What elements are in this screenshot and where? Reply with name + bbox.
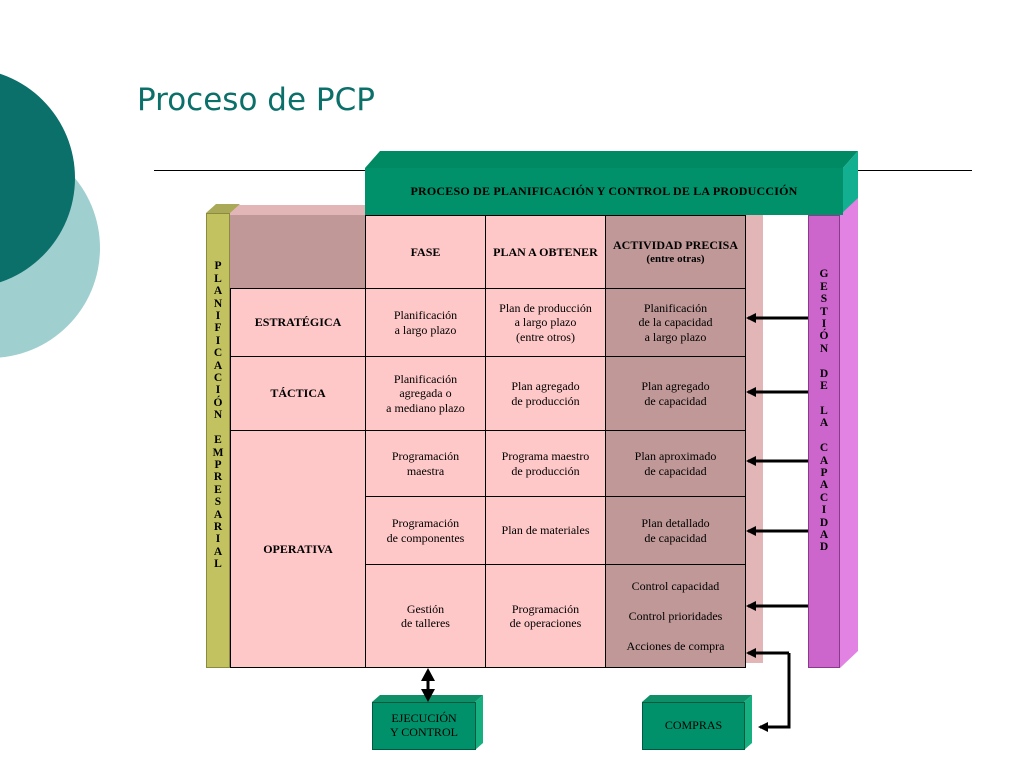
table-row-1-plan: Plan agregado de producción <box>485 356 606 431</box>
column-header-fase: FASE <box>365 215 486 289</box>
table-row-3-fase: Programación de componentes <box>365 496 486 565</box>
process-header-label: PROCESO DE PLANIFICACIÓN Y CONTROL DE LA… <box>410 184 798 198</box>
header-top-face <box>365 151 858 168</box>
action-acciones-compra: Acciones de compra <box>626 638 725 653</box>
ejecucion-side-face <box>475 695 483 750</box>
level-operativa: OPERATIVA <box>230 430 366 668</box>
double-arrow-up-head <box>421 668 435 681</box>
corner-cell <box>230 215 366 289</box>
compras-top-face <box>642 695 752 702</box>
action-control-capacidad: Control capacidad <box>631 578 720 593</box>
compras-side-face <box>744 695 752 750</box>
header-side-face <box>843 151 858 215</box>
table-row-2-fase: Programación maestra <box>365 430 486 497</box>
table-row-4-fase: Gestión de talleres <box>365 564 486 668</box>
planificacion-empresarial-bar: P L A N I F I C A C I Ó N E M P R E S A … <box>206 213 230 668</box>
table-row-1-fase: Planificación agregada o a mediano plazo <box>365 356 486 431</box>
process-header: PROCESO DE PLANIFICACIÓN Y CONTROL DE LA… <box>365 168 843 215</box>
table-row-2-actividad: Plan aproximado de capacidad <box>605 430 746 497</box>
table-row-4-actividad: Control capacidad Control prioridades Ac… <box>605 564 746 668</box>
table-row-3-plan: Plan de materiales <box>485 496 606 565</box>
compras-connector <box>758 653 791 732</box>
table-row-0-fase: Planificación a largo plazo <box>365 288 486 357</box>
page-title: Proceso de PCP <box>137 82 375 118</box>
right-bar-side-face <box>840 198 858 668</box>
double-arrow-down-head <box>421 689 435 702</box>
table-row-1-actividad: Plan agregado de capacidad <box>605 356 746 431</box>
planificacion-empresarial-label: P L A N I F I C A C I Ó N E M P R E S A … <box>212 260 224 571</box>
table-row-0-plan: Plan de producción a largo plazo (entre … <box>485 288 606 357</box>
decorative-circles <box>0 73 100 358</box>
gestion-capacidad-label: G E S T I Ó N D E L A C A P A C I D A D <box>819 268 829 554</box>
dark-teal-circle <box>0 73 75 283</box>
table-row-4-plan: Programación de operaciones <box>485 564 606 668</box>
table-row-3-actividad: Plan detallado de capacidad <box>605 496 746 565</box>
level-tactica: TÁCTICA <box>230 356 366 431</box>
gestion-capacidad-bar: G E S T I Ó N D E L A C A P A C I D A D <box>808 215 840 668</box>
column-header-plan: PLAN A OBTENER <box>485 215 606 289</box>
column-header-actividad: ACTIVIDAD PRECISA (entre otras) <box>605 215 746 289</box>
table-row-2-plan: Programa maestro de producción <box>485 430 606 497</box>
ejecucion-control-box: EJECUCIÓN Y CONTROL <box>372 702 476 750</box>
table-row-0-actividad: Planificación de la capacidad a largo pl… <box>605 288 746 357</box>
compras-box: COMPRAS <box>642 702 745 750</box>
left-bar-top-face <box>206 204 240 213</box>
level-estrategica: ESTRATÉGICA <box>230 288 366 357</box>
action-control-prioridades: Control prioridades <box>628 608 723 623</box>
